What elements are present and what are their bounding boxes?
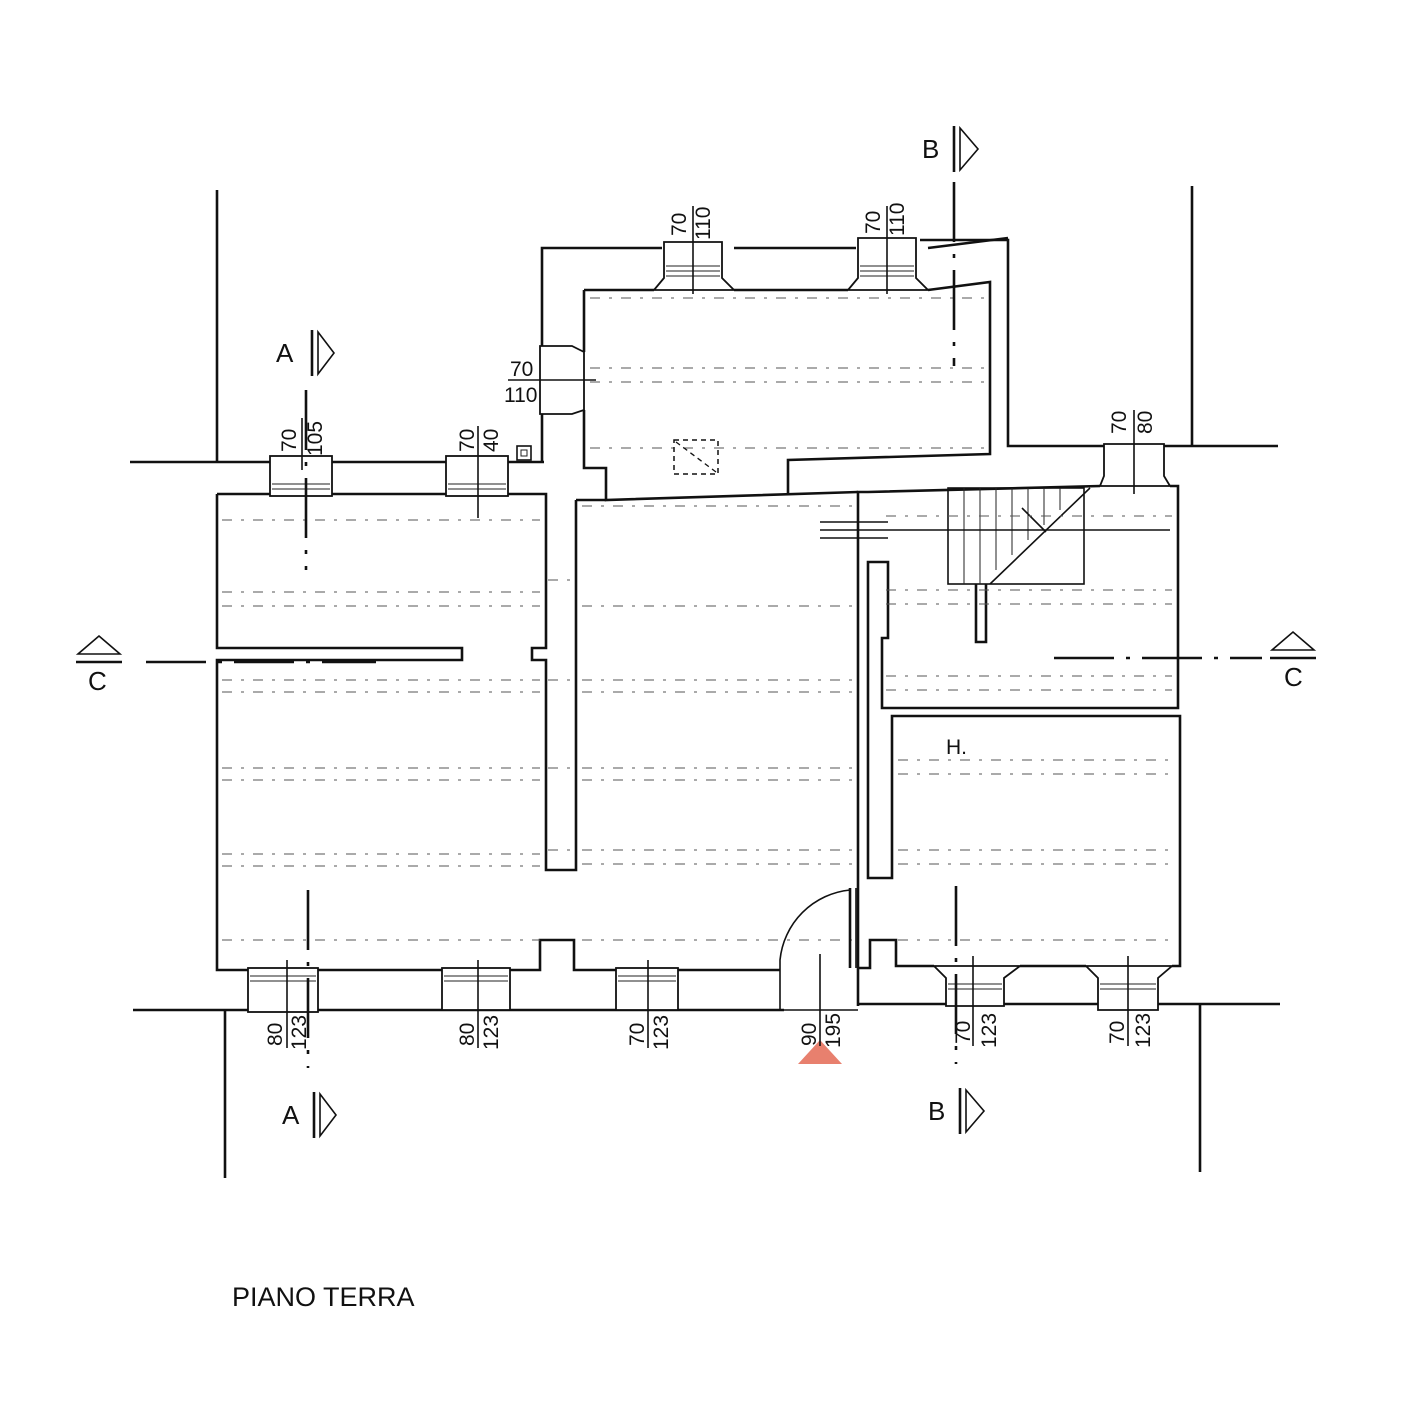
opening-bottom-1-width: 80 (264, 1023, 287, 1046)
triangle-arrow-icon (1269, 630, 1317, 651)
triangle-arrow-icon (965, 1087, 986, 1135)
section-label-b-bottom: B (928, 1096, 945, 1126)
entrance-door (779, 888, 860, 1011)
opening-bottom-5-width: 70 (952, 1021, 975, 1044)
triangle-arrow-icon (75, 634, 123, 655)
staircase (820, 487, 1170, 644)
section-label-c-right: C (1284, 662, 1303, 692)
opening-left-1-width: 70 (278, 429, 301, 452)
section-label-b-top: B (922, 134, 939, 164)
section-label-c-left: C (88, 666, 107, 696)
plan-title: PIANO TERRA (232, 1282, 415, 1312)
opening-bottom-3-height: 123 (650, 1015, 673, 1050)
opening-side-width: 70 (510, 358, 533, 381)
opening-bottom-6-width: 70 (1106, 1021, 1129, 1044)
triangle-arrow-icon (317, 329, 336, 377)
ceiling-beams (222, 297, 1174, 941)
opening-left-2-width: 70 (456, 429, 479, 452)
opening-bottom-3-width: 70 (626, 1023, 649, 1046)
section-marker-c-right: C (1269, 630, 1317, 692)
opening-bottom-5-height: 123 (978, 1013, 1001, 1048)
triangle-arrow-icon (959, 125, 980, 173)
opening-bottom-1-height: 123 (288, 1015, 311, 1050)
opening-left-1-height: 105 (304, 421, 327, 456)
opening-bottom-2-height: 123 (480, 1015, 503, 1050)
section-marker-b-top: B (922, 125, 980, 173)
opening-top-b-width: 70 (862, 211, 885, 234)
room-label: H. (946, 736, 967, 759)
opening-right-1-height: 80 (1134, 411, 1157, 434)
opening-bottom-2-width: 80 (456, 1023, 479, 1046)
windows (247, 237, 1175, 1013)
outer-walls (215, 236, 1182, 972)
ceiling-hatch (673, 439, 719, 475)
opening-right-1-width: 70 (1108, 411, 1131, 434)
opening-bottom-6-height: 123 (1132, 1013, 1155, 1048)
section-marker-b-bottom: B (928, 1087, 986, 1135)
chimney-flue (516, 445, 532, 461)
section-label-a-top: A (276, 338, 294, 368)
section-marker-c-left: C (75, 634, 123, 696)
opening-door-width: 90 (798, 1023, 821, 1046)
triangle-arrow-icon (319, 1091, 338, 1139)
opening-labels: 70 110 70 110 70 110 70 105 70 40 70 80 … (264, 203, 1157, 1050)
opening-top-a-width: 70 (668, 213, 691, 236)
opening-left-2-height: 40 (480, 429, 503, 452)
section-marker-a-bottom: A (282, 1091, 338, 1139)
opening-side-height: 110 (504, 384, 537, 407)
section-label-a-bottom: A (282, 1100, 300, 1130)
opening-top-b-height: 110 (886, 203, 909, 236)
dimension-lines (286, 206, 1135, 1048)
entrance-triangle-icon (798, 1040, 842, 1064)
opening-top-a-height: 110 (692, 207, 715, 240)
section-axes (146, 182, 1262, 1068)
opening-door-height: 195 (822, 1013, 845, 1048)
section-marker-a-top: A (276, 329, 336, 377)
